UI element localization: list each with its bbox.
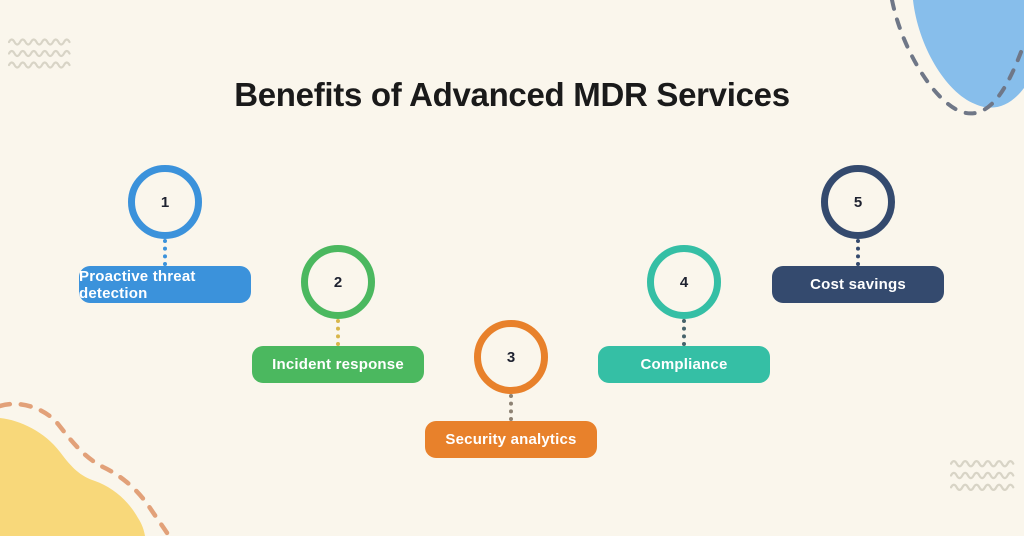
step-5-number: 5 bbox=[853, 193, 863, 211]
page-title: Benefits of Advanced MDR Services bbox=[234, 76, 790, 113]
yellow-blob-decoration bbox=[0, 401, 172, 536]
wavy-lines-top-left-icon bbox=[8, 38, 71, 69]
step-4-number: 4 bbox=[679, 273, 689, 291]
step-4: 4 Compliance bbox=[598, 245, 770, 383]
step-3-circle: 3 bbox=[474, 320, 548, 394]
step-3-label: Security analytics bbox=[425, 421, 597, 458]
step-2-number: 2 bbox=[333, 273, 343, 291]
step-2-connector bbox=[336, 319, 340, 346]
step-1-connector bbox=[163, 239, 167, 266]
step-2-circle: 2 bbox=[301, 245, 375, 319]
step-5-connector bbox=[856, 239, 860, 266]
step-2: 2 Incident response bbox=[252, 245, 424, 383]
step-1-number: 1 bbox=[160, 193, 170, 211]
step-5-circle: 5 bbox=[821, 165, 895, 239]
step-5-label: Cost savings bbox=[772, 266, 944, 303]
step-4-connector bbox=[682, 319, 686, 346]
step-5: 5 Cost savings bbox=[772, 165, 944, 303]
step-4-label: Compliance bbox=[598, 346, 770, 383]
step-2-label: Incident response bbox=[252, 346, 424, 383]
step-3-connector bbox=[509, 394, 513, 421]
step-4-circle: 4 bbox=[647, 245, 721, 319]
step-1: 1 Proactive threat detection bbox=[79, 165, 251, 303]
wavy-lines-bottom-right-icon bbox=[950, 459, 1015, 491]
step-3: 3 Security analytics bbox=[425, 320, 597, 458]
step-1-label: Proactive threat detection bbox=[79, 266, 251, 303]
step-3-number: 3 bbox=[506, 348, 516, 366]
step-1-circle: 1 bbox=[128, 165, 202, 239]
